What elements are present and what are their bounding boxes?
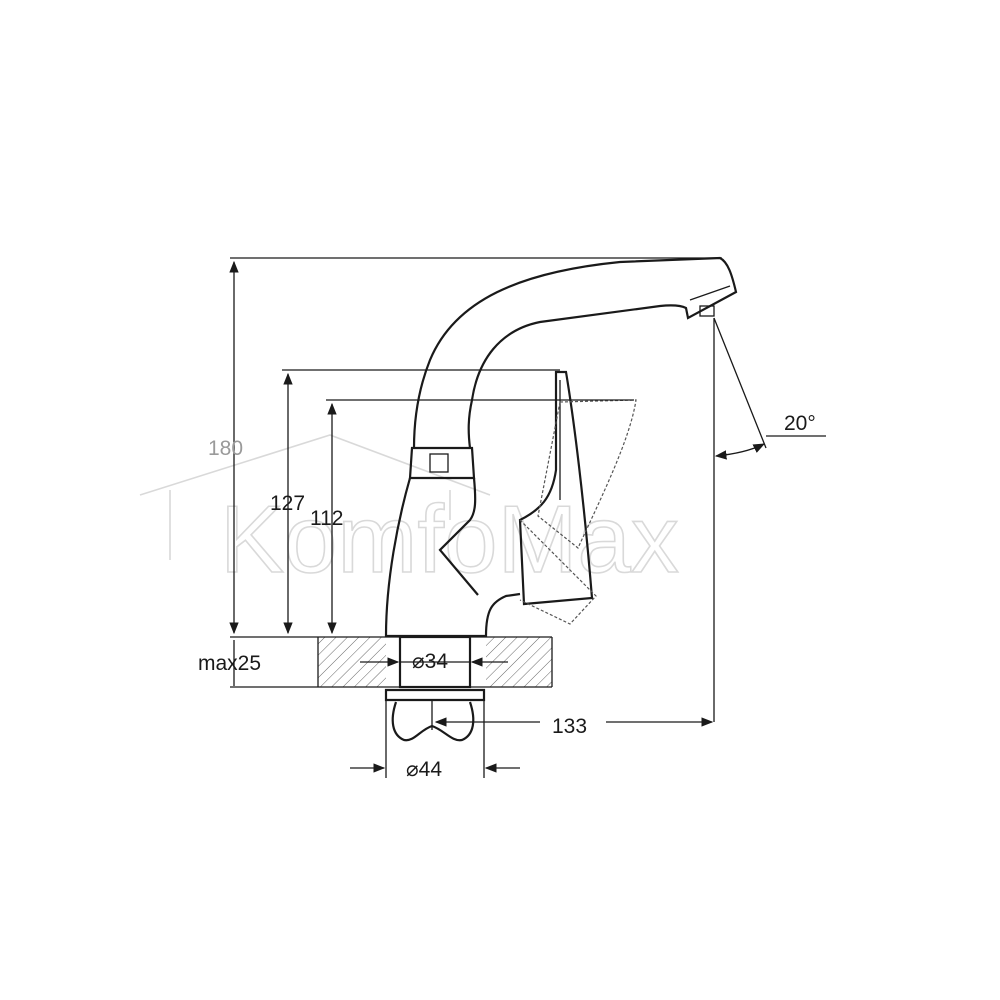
dim-deck-thickness: max25 xyxy=(198,652,261,675)
dim-inner-diameter: ⌀34 xyxy=(412,650,448,673)
dimension-lines xyxy=(229,257,826,778)
dimension-labels: 180 127 112 max25 ⌀34 ⌀44 133 20° xyxy=(198,412,816,781)
dim-handle-height: 127 xyxy=(270,492,305,515)
dim-outer-diameter: ⌀44 xyxy=(406,758,442,781)
dim-spout-height: 112 xyxy=(310,507,343,530)
dim-angle: 20° xyxy=(784,412,816,435)
dim-reach: 133 xyxy=(552,715,587,738)
dim-total-height: 180 xyxy=(208,437,243,460)
